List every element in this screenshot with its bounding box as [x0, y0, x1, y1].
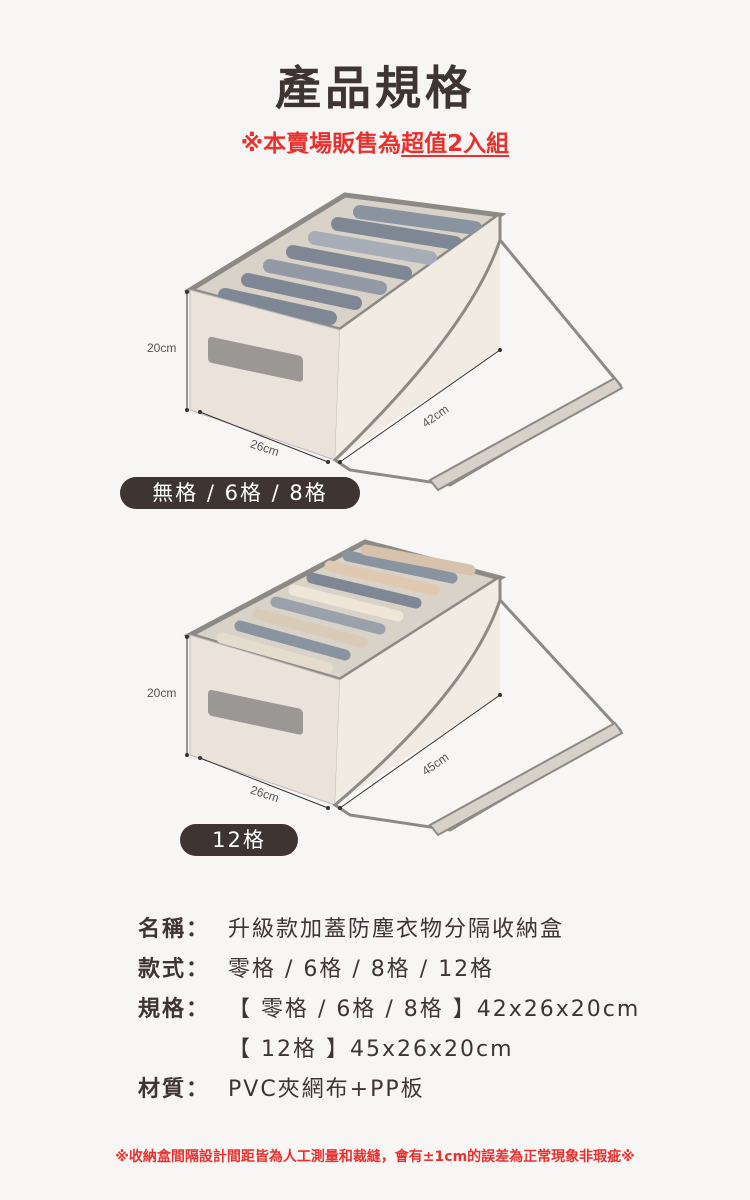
spec-list: 名稱：升級款加蓋防塵衣物分隔收納盒 款式：零格 / 6格 / 8格 / 12格 … — [138, 910, 640, 1110]
bundle-notice-prefix: ※本賣場販售為 — [240, 131, 402, 157]
spec-label — [138, 1030, 228, 1070]
tolerance-note: ※收納盒間隔設計間距皆為人工測量和裁縫，會有±1cm的誤差為正常現象非瑕疵※ — [115, 1149, 635, 1165]
width-label: 26cm — [249, 783, 281, 805]
spec-value: 零格 / 6格 / 8格 / 12格 — [228, 957, 495, 982]
page-title: 產品規格 — [275, 61, 475, 115]
spec-label: 名稱： — [138, 917, 211, 942]
spec-value: 【 12格 】45x26x20cm — [228, 1037, 514, 1062]
bundle-notice: ※本賣場販售為超值2入組 — [0, 124, 750, 158]
length-label: 42cm — [419, 402, 451, 430]
spec-row-material: 材質： PVC夾網布+PP板 — [138, 1070, 640, 1110]
height-label: 20cm — [147, 686, 176, 700]
spec-row-size-2: 【 12格 】45x26x20cm — [138, 1030, 640, 1070]
height-label: 20cm — [147, 341, 176, 355]
spec-value: 【 零格 / 6格 / 8格 】42x26x20cm — [228, 997, 641, 1022]
storage-box-illustration-2: 20cm 26cm 45cm — [147, 539, 624, 837]
length-label: 45cm — [419, 750, 451, 778]
spec-label: 款式： — [138, 957, 211, 982]
bundle-highlight: 超值2入組 — [401, 131, 510, 157]
spec-row-style: 款式： 零格 / 6格 / 8格 / 12格 — [138, 950, 640, 990]
spec-label: 材質： — [138, 1077, 211, 1102]
spec-value: PVC夾網布+PP板 — [228, 1077, 425, 1102]
variant-label-2: 12格 — [180, 824, 298, 856]
variant-label-1: 無格 / 6格 / 8格 — [120, 477, 360, 509]
spec-row-size: 規格： 【 零格 / 6格 / 8格 】42x26x20cm — [138, 990, 640, 1030]
spec-row-name: 名稱： 升級款加蓋防塵衣物分隔收納盒 — [138, 910, 640, 950]
spec-value: 升級款加蓋防塵衣物分隔收納盒 — [228, 917, 565, 942]
spec-label: 規格： — [138, 997, 211, 1022]
storage-box-illustration-1: 20cm 26cm 42cm — [147, 192, 624, 492]
